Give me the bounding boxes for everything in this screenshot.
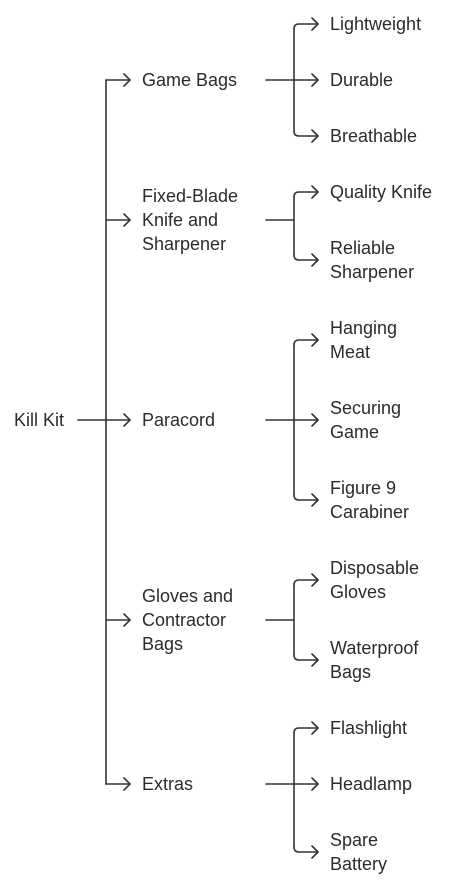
sub-branch-4-2 — [293, 846, 319, 853]
item-durable: Durable — [330, 70, 394, 90]
sub-branch-0-2 — [293, 130, 319, 137]
sub-arrow-4-0 — [311, 721, 319, 735]
item-securing-game: Securing Game — [330, 398, 402, 442]
item-figure-9-carabiner: Figure 9 Carabiner — [330, 478, 410, 522]
sub-arrow-2-1 — [311, 413, 319, 427]
sub-arrow-4-1 — [311, 777, 319, 791]
sub-arrow-0-0 — [311, 17, 319, 31]
sub-arrow-2-0 — [311, 333, 319, 347]
sub-arrow-3-0 — [311, 573, 319, 587]
sub-branch-3-0 — [293, 579, 319, 586]
category-arrow-3 — [123, 613, 131, 627]
sub-arrow-0-2 — [311, 129, 319, 143]
item-breathable: Breathable — [330, 126, 418, 146]
sub-arrow-1-1 — [311, 253, 319, 267]
item-quality-knife: Quality Knife — [330, 182, 433, 202]
item-disposable-gloves: Disposable Gloves — [330, 558, 420, 602]
sub-arrow-0-1 — [311, 73, 319, 87]
category-gloves-and-bags: Gloves and Contractor Bags — [142, 586, 234, 654]
sub-branch-2-0 — [293, 339, 319, 346]
sub-arrow-2-2 — [311, 493, 319, 507]
sub-branch-3-1 — [293, 654, 319, 661]
item-spare-battery: Spare Battery — [330, 830, 388, 874]
item-lightweight: Lightweight — [330, 14, 422, 34]
category-extras: Extras — [142, 774, 194, 794]
category-arrow-4 — [123, 777, 131, 791]
category-knife-and-sharpener: Fixed-Blade Knife and Sharpener — [142, 186, 239, 254]
item-reliable-sharpener: Reliable Sharpener — [330, 238, 415, 282]
sub-branch-4-0 — [293, 727, 319, 734]
root-node-kill-kit: Kill Kit — [14, 410, 65, 430]
category-arrow-0 — [123, 73, 131, 87]
category-game-bags: Game Bags — [142, 70, 238, 90]
sub-arrow-4-2 — [311, 845, 319, 859]
sub-arrow-1-0 — [311, 185, 319, 199]
sub-branch-0-0 — [293, 23, 319, 30]
sub-branch-1-1 — [293, 254, 319, 261]
sub-branch-1-0 — [293, 191, 319, 198]
category-arrow-2 — [123, 413, 131, 427]
category-arrow-1 — [123, 213, 131, 227]
item-headlamp: Headlamp — [330, 774, 413, 794]
item-flashlight: Flashlight — [330, 718, 408, 738]
sub-branch-2-2 — [293, 494, 319, 501]
category-paracord: Paracord — [142, 410, 216, 430]
sub-arrow-3-1 — [311, 653, 319, 667]
item-hanging-meat: Hanging Meat — [330, 318, 398, 362]
item-waterproof-bags: Waterproof Bags — [330, 638, 419, 682]
